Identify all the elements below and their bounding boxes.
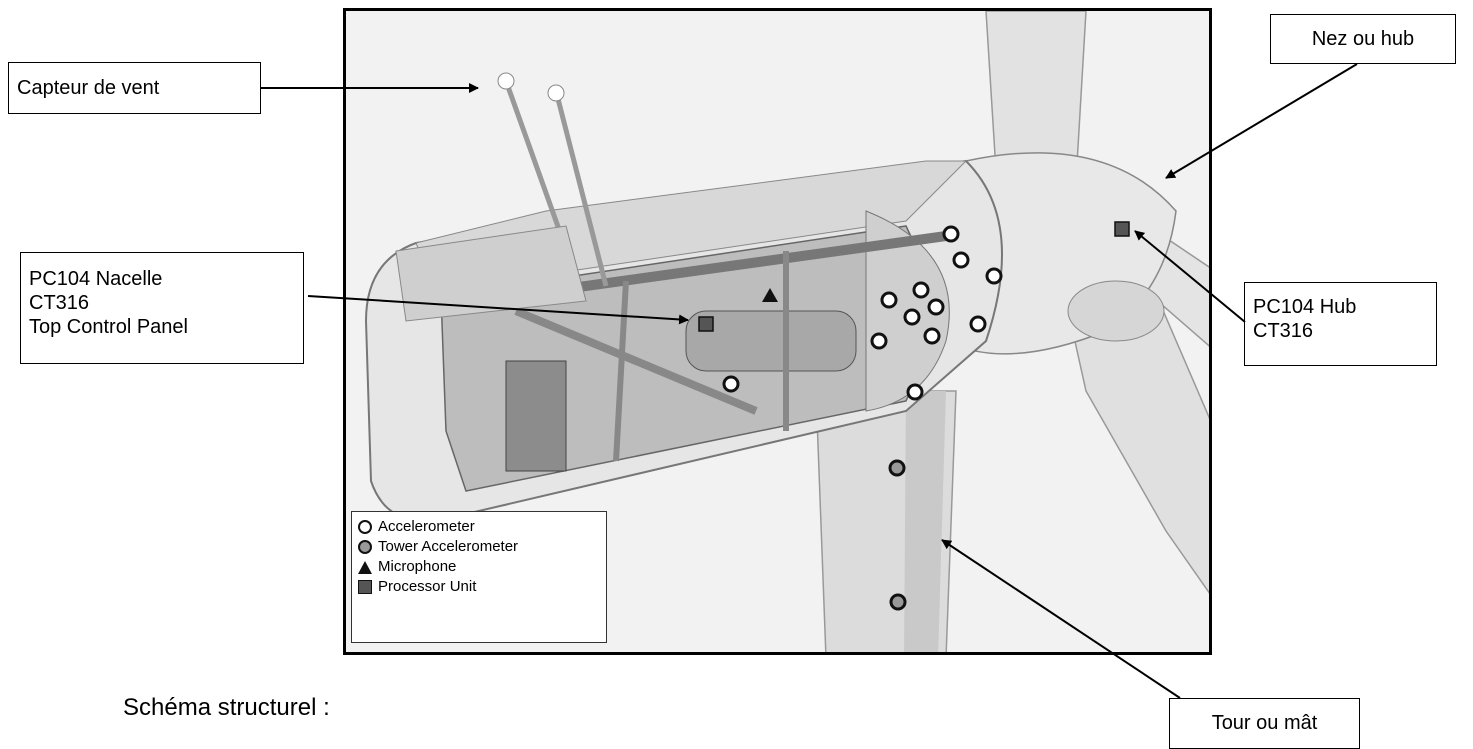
legend-tower-accelerometer: Tower Accelerometer xyxy=(358,537,600,557)
cabinet-shape xyxy=(506,361,566,471)
legend-microphone: Microphone xyxy=(358,557,600,577)
accelerometer-icon xyxy=(358,520,372,534)
tower-accelerometer-icon xyxy=(358,540,372,554)
processor-unit-icon xyxy=(358,580,372,594)
legend-processor-unit: Processor Unit xyxy=(358,577,600,597)
microphone-icon xyxy=(358,561,372,574)
callout-tower: Tour ou mât xyxy=(1169,698,1360,749)
legend-accelerometer: Accelerometer xyxy=(358,517,600,537)
callout-pc104-hub: PC104 Hub CT316 xyxy=(1244,282,1437,366)
callout-wind-sensor: Capteur de vent xyxy=(8,62,261,114)
callout-pc104-nacelle: PC104 Nacelle CT316 Top Control Panel xyxy=(20,252,304,364)
schema-caption: Schéma structurel : xyxy=(123,694,330,722)
sensor-legend: Accelerometer Tower Accelerometer Microp… xyxy=(351,511,607,643)
callout-nose-hub: Nez ou hub xyxy=(1270,14,1456,64)
processor-unit-nacelle xyxy=(699,317,713,331)
processor-unit-hub xyxy=(1115,222,1129,236)
